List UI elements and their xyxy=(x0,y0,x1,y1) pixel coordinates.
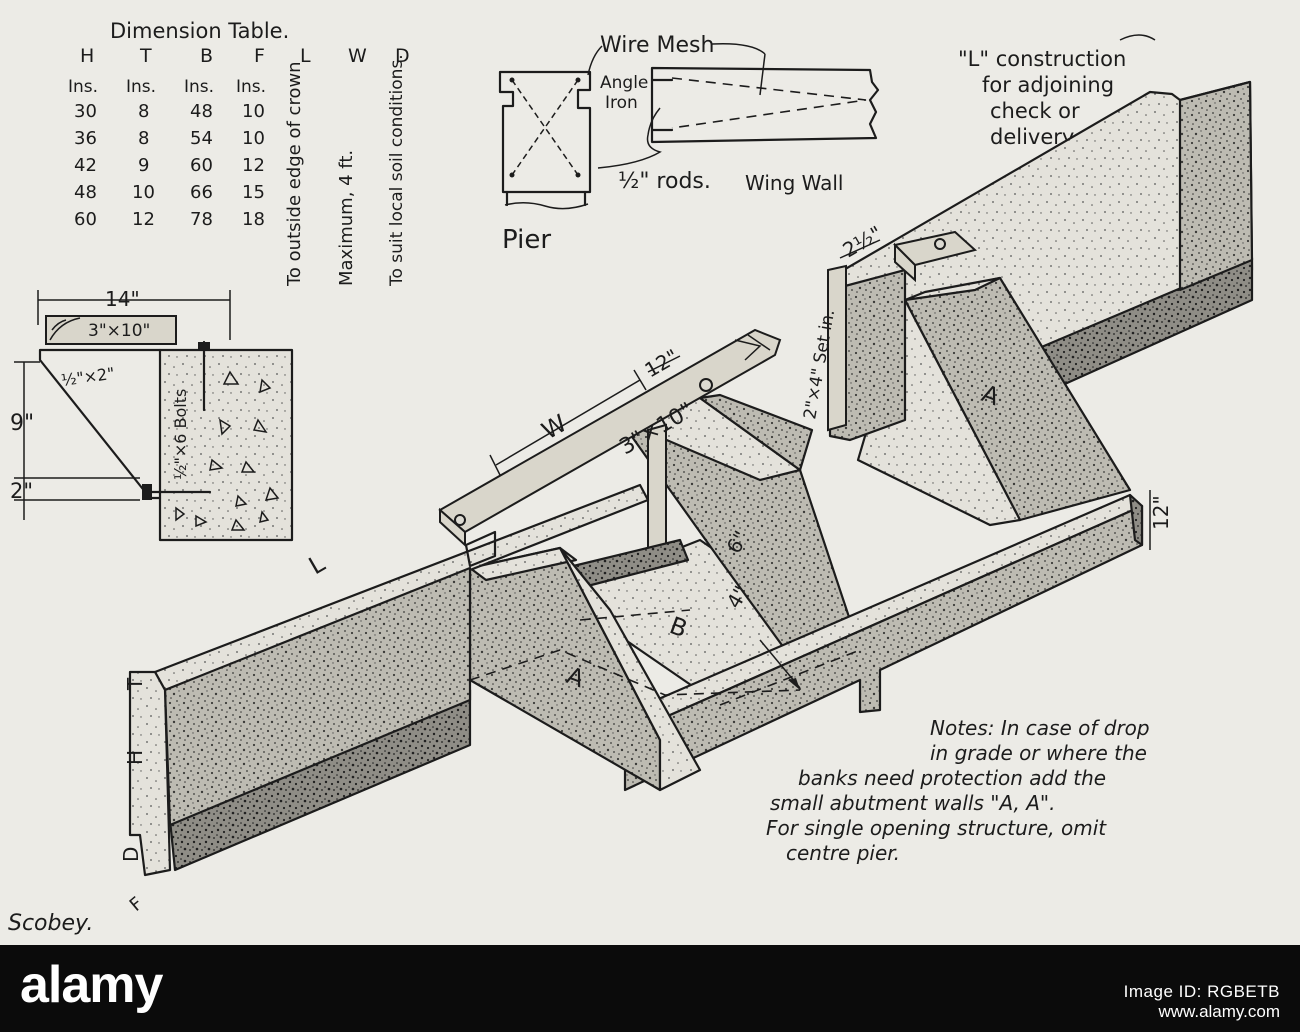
section-angle-label: ½"×2" xyxy=(60,364,116,390)
unit-h: Ins. xyxy=(68,77,98,97)
table-cell: 78 xyxy=(190,209,213,230)
dimension-table-title: Dimension Table. xyxy=(110,19,289,43)
table-cell: 42 xyxy=(74,155,97,176)
dimension-table: Dimension Table. H T B F L W D Ins. Ins.… xyxy=(68,19,410,287)
table-cell: 12 xyxy=(242,155,265,176)
centre-pier-side xyxy=(698,393,814,472)
pier-label: Pier xyxy=(502,225,551,255)
notes-line1: Notes: In case of drop xyxy=(930,716,1150,740)
unit-b: Ins. xyxy=(184,77,214,97)
section-plank xyxy=(45,315,177,345)
note-d-local-soil: To suit local soil conditions. xyxy=(387,54,407,287)
section-width-label: 14" xyxy=(105,287,140,311)
table-cell: 10 xyxy=(242,128,265,149)
l-construction-note: "L" construction for adjoining check or … xyxy=(958,34,1156,149)
section-plank-label: 3"×10" xyxy=(88,321,150,341)
wire-mesh-label: Wire Mesh xyxy=(600,33,714,58)
header-t: T xyxy=(139,45,152,67)
unit-t: Ins. xyxy=(126,77,156,97)
dimension-table-headers: H T B F L W D xyxy=(80,45,410,67)
main-structure xyxy=(128,80,1254,877)
notes-line5: For single opening structure, omit xyxy=(766,816,1107,840)
f-label: F xyxy=(126,893,147,916)
l-construction-line3: check or xyxy=(990,99,1080,123)
table-cell: 48 xyxy=(74,182,97,203)
header-d: D xyxy=(395,45,410,67)
l-construction-line1: "L" construction xyxy=(958,47,1126,71)
notes-line3: banks need protection add the xyxy=(798,766,1106,790)
table-cell: 54 xyxy=(190,128,213,149)
notes-line4: small abutment walls "A, A". xyxy=(770,791,1055,815)
image-id: Image ID: RGBETB xyxy=(1123,982,1280,1001)
wing-wall-outline xyxy=(650,66,880,144)
table-cell: 8 xyxy=(138,128,149,149)
header-f: F xyxy=(254,45,265,67)
table-cell: 10 xyxy=(132,182,155,203)
right-slot-post xyxy=(827,264,847,432)
wing-wall-label: Wing Wall xyxy=(745,171,844,195)
table-cell: 60 xyxy=(74,209,97,230)
dimension-table-vertical-notes: To outside edge of crown Maximum, 4 ft. … xyxy=(284,54,407,287)
notes-line6: centre pier. xyxy=(786,841,900,865)
signature: Scobey. xyxy=(8,911,93,936)
right-wall-end xyxy=(1128,493,1144,547)
note-l-to-outside-edge: To outside edge of crown xyxy=(284,61,305,287)
engineering-drawing: Dimension Table. H T B F L W D Ins. Ins.… xyxy=(0,0,1300,945)
table-cell: 12 xyxy=(132,209,155,230)
header-b: B xyxy=(200,45,213,67)
section-bolts-label: ½"×6 Bolts xyxy=(171,389,190,480)
back-wall-face xyxy=(1178,80,1254,292)
angle-iron-label-2: Iron xyxy=(605,93,638,113)
dimension-table-rows: 30 8 48 10 36 8 54 10 42 9 60 12 48 10 6… xyxy=(74,101,265,230)
notes: Notes: In case of drop in grade or where… xyxy=(766,716,1150,865)
h-label: H xyxy=(123,750,147,765)
section-detail: 14" 3"×10" 9" xyxy=(10,287,294,542)
table-cell: 60 xyxy=(190,155,213,176)
table-cell: 8 xyxy=(138,101,149,122)
table-cell: 66 xyxy=(190,182,213,203)
angle-iron-label-1: Angle xyxy=(600,73,648,93)
rods-label: ½" rods. xyxy=(618,169,711,194)
l-construction-leader xyxy=(1119,34,1156,41)
note-w-maximum: Maximum, 4 ft. xyxy=(336,150,357,286)
section-angle-iron xyxy=(38,348,162,500)
alamy-url: www.alamy.com xyxy=(1158,1002,1280,1021)
left-abutment-slope xyxy=(558,546,702,792)
notes-line2: in grade or where the xyxy=(930,741,1147,765)
long-wall-end xyxy=(128,670,172,877)
header-w: W xyxy=(348,45,367,67)
table-cell: 15 xyxy=(242,182,265,203)
alamy-logo: alamy xyxy=(20,956,163,1014)
table-cell: 18 xyxy=(242,209,265,230)
left-abutment-top xyxy=(468,546,578,582)
section-height-label: 9" xyxy=(10,411,34,436)
pier-outline xyxy=(498,70,592,194)
table-cell: 10 xyxy=(242,101,265,122)
section-bottom-label: 2" xyxy=(10,479,33,503)
table-cell: 48 xyxy=(190,101,213,122)
section-aggregate xyxy=(175,370,280,531)
stock-footer xyxy=(0,945,1300,1032)
pier-detail: Wire Mesh Angle Iron ½" rods. Wing Wall … xyxy=(498,33,880,255)
l-construction-line2: for adjoining xyxy=(982,73,1114,97)
right-abutment-top xyxy=(903,276,1002,302)
table-cell: 36 xyxy=(74,128,97,149)
t-label: T xyxy=(123,677,147,691)
dimension-table-units: Ins. Ins. Ins. Ins. xyxy=(68,77,266,97)
l-label: L xyxy=(304,549,330,580)
table-cell: 9 xyxy=(138,155,149,176)
d-label: D xyxy=(119,847,143,862)
header-h: H xyxy=(80,45,94,67)
twelve-right-label: 12" xyxy=(1149,495,1173,530)
drawing-canvas: Dimension Table. H T B F L W D Ins. Ins.… xyxy=(8,19,1254,936)
table-cell: 30 xyxy=(74,101,97,122)
header-l: L xyxy=(300,45,311,67)
unit-f: Ins. xyxy=(236,77,266,97)
